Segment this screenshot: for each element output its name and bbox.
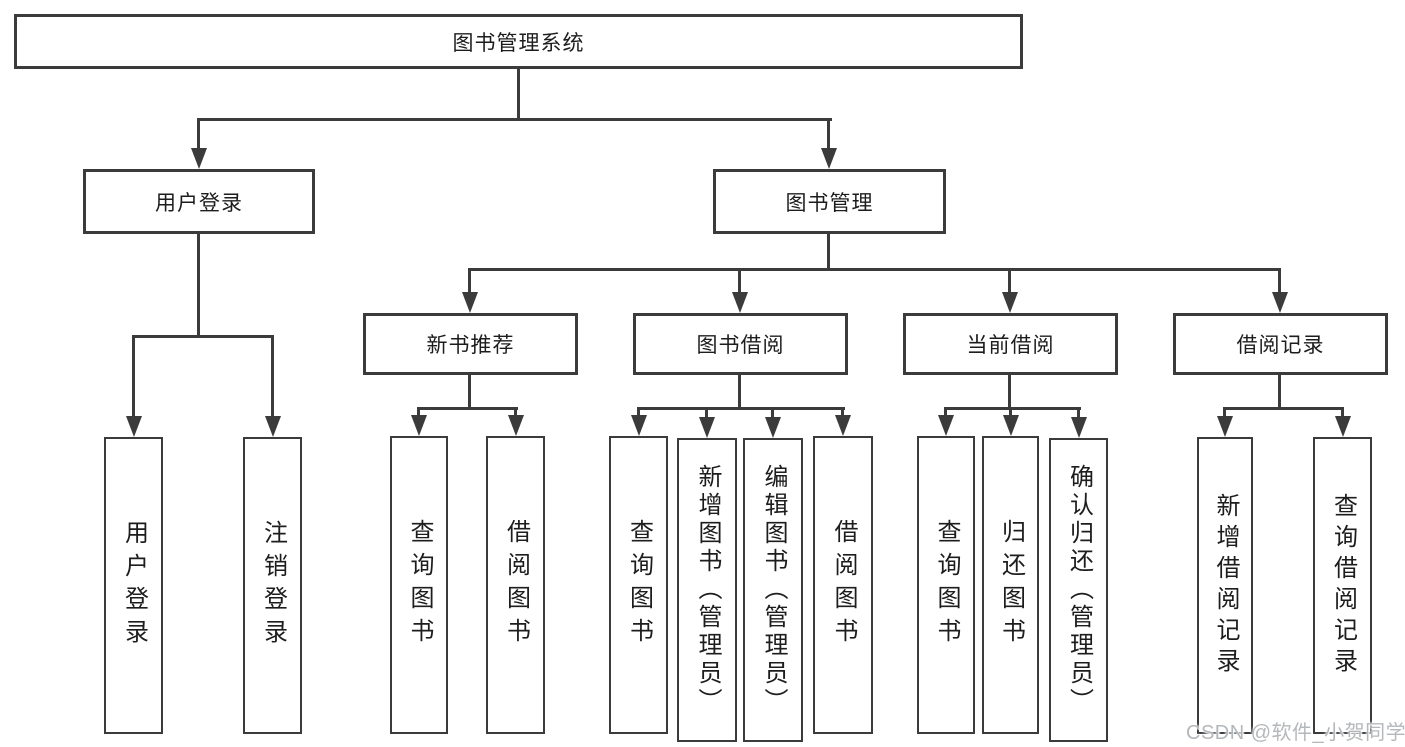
leaf-borrowing-query-book-label: 查询图书 [625,519,653,651]
arrow-down-icon [1272,292,1288,313]
node-user-login: 用户登录 [83,169,315,234]
connector-line [132,335,274,338]
connector-line [944,407,1081,410]
arrow-down-icon [938,415,954,436]
connector-line [841,407,844,418]
connector-line [417,407,420,418]
connector-line [197,118,200,151]
connector-line [468,268,1281,271]
leaf-borrowing-borrow-book-label: 借阅图书 [830,519,857,651]
connector-line [944,407,947,418]
arrow-down-icon [732,292,748,313]
arrow-down-icon [631,415,647,436]
connector-line [827,234,830,271]
arrow-down-icon [1217,416,1233,437]
connector-line [1223,407,1344,410]
connector-line [771,407,774,420]
connector-line [1008,375,1011,410]
connector-line [468,375,471,410]
connector-line [1278,268,1281,295]
connector-line [1077,407,1080,420]
arrow-down-icon [1071,417,1087,438]
connector-line [637,407,640,418]
arrow-down-icon [508,415,524,436]
arrow-down-icon [191,148,207,169]
connector-line [514,407,517,418]
leaf-edit-book-admin: 编辑图书（管理员） [743,438,803,742]
arrow-down-icon [1335,416,1351,437]
node-book-management: 图书管理 [713,169,946,234]
leaf-borrowing-borrow-book: 借阅图书 [813,436,873,734]
connector-line [468,268,471,295]
node-borrowing-records: 借阅记录 [1173,313,1388,375]
leaf-current-query-book-label: 查询图书 [933,519,960,651]
leaf-current-query-book: 查询图书 [917,436,975,734]
node-new-book-recommendation: 新书推荐 [363,313,578,375]
leaf-add-book-admin-label: 新增图书（管理员） [694,464,721,716]
leaf-recommend-query-book-label: 查询图书 [406,519,433,651]
connector-line [517,69,520,120]
leaf-user-login: 用户登录 [104,437,163,734]
leaf-confirm-return-admin: 确认归还（管理员） [1049,438,1108,742]
leaf-logout-login: 注销登录 [243,437,302,734]
connector-line [637,407,845,410]
connector-line [705,407,708,420]
csdn-watermark: CSDN @软件_小贺同学 [1186,722,1405,744]
connector-line [738,268,741,295]
node-book-borrowing: 图书借阅 [633,313,848,375]
leaf-borrowing-query-book: 查询图书 [609,436,668,734]
arrow-down-icon [821,148,837,169]
leaf-return-book: 归还图书 [982,436,1039,734]
arrow-down-icon [411,415,427,436]
leaf-add-borrow-record: 新增借阅记录 [1197,437,1253,734]
leaf-logout-login-label: 注销登录 [259,519,287,652]
leaf-user-login-label: 用户登录 [120,519,148,652]
arrow-down-icon [126,416,142,437]
connector-line [197,118,832,121]
node-library-management-system: 图书管理系统 [14,14,1023,69]
connector-line [738,375,741,410]
node-current-borrowing: 当前借阅 [903,313,1118,375]
connector-line [1009,407,1012,418]
leaf-return-book-label: 归还图书 [997,519,1025,651]
connector-line [827,118,830,151]
leaf-add-book-admin: 新增图书（管理员） [677,438,737,742]
arrow-down-icon [1002,292,1018,313]
connector-line [132,335,135,419]
leaf-recommend-borrow-book-label: 借阅图书 [502,519,530,651]
arrow-down-icon [462,292,478,313]
connector-line [1341,407,1344,419]
connector-line [1223,407,1226,419]
leaf-query-borrow-record: 查询借阅记录 [1313,437,1372,734]
arrow-down-icon [1003,415,1019,436]
leaf-query-borrow-record-label: 查询借阅记录 [1329,492,1357,679]
connector-line [271,335,274,419]
arrow-down-icon [835,415,851,436]
leaf-edit-book-admin-label: 编辑图书（管理员） [760,464,787,716]
connector-line [197,234,200,338]
arrow-down-icon [699,417,715,438]
connector-line [417,407,518,410]
leaf-recommend-borrow-book: 借阅图书 [486,436,545,734]
arrow-down-icon [265,416,281,437]
arrow-down-icon [765,417,781,438]
leaf-add-borrow-record-label: 新增借阅记录 [1212,492,1239,679]
leaf-confirm-return-admin-label: 确认归还（管理员） [1065,464,1093,716]
leaf-recommend-query-book: 查询图书 [390,436,448,734]
connector-line [1278,375,1281,410]
connector-line [1008,268,1011,295]
